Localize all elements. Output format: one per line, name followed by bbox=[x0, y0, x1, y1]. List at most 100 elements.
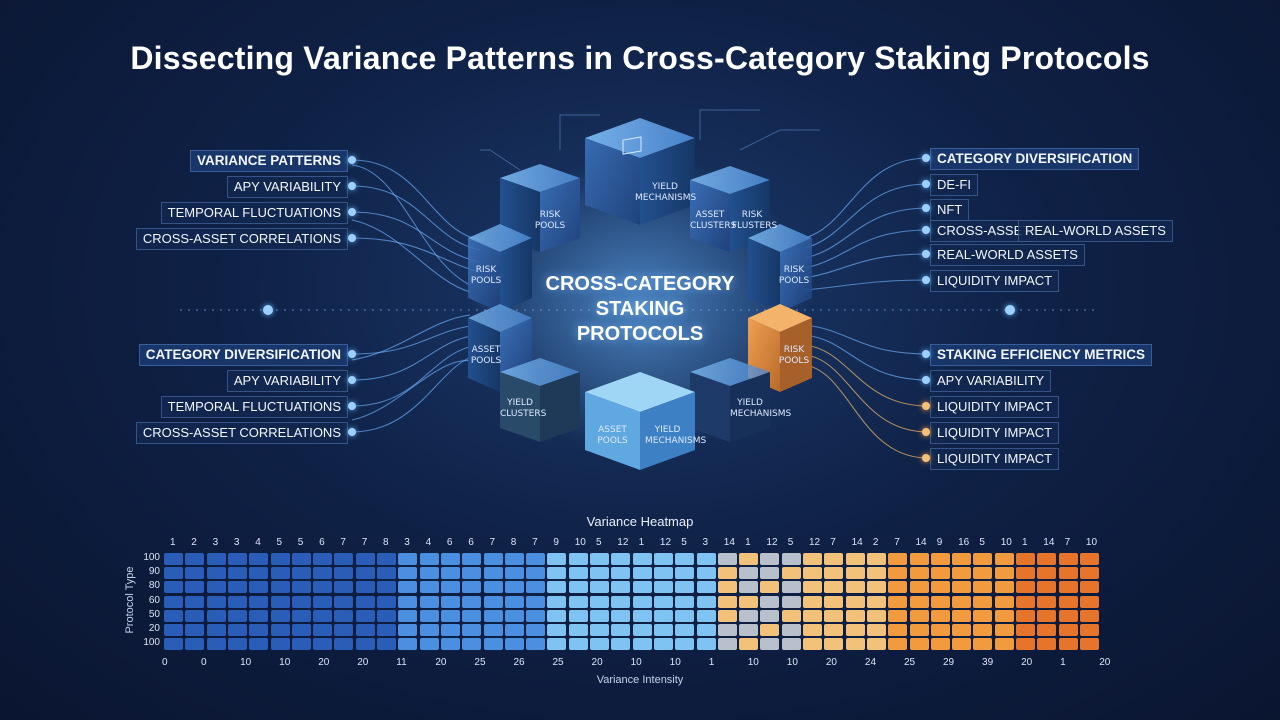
heatmap-cell bbox=[717, 581, 737, 594]
heatmap-cell bbox=[355, 624, 375, 636]
heatmap-cell bbox=[206, 638, 226, 651]
heatmap-cell bbox=[440, 609, 460, 622]
heatmap-bottom-tick: 20 bbox=[435, 657, 447, 668]
heatmap-cell bbox=[739, 624, 759, 636]
connector-dot bbox=[922, 204, 930, 212]
heatmap-cell bbox=[249, 567, 269, 580]
heatmap-cell bbox=[696, 638, 716, 651]
heatmap-cell bbox=[185, 624, 205, 636]
heatmap-cell bbox=[803, 567, 822, 580]
heatmap-cell bbox=[504, 638, 524, 651]
heatmap-bottom-tick: 10 bbox=[279, 657, 291, 668]
heatmap-cell bbox=[398, 624, 418, 636]
heatmap-y-tick: 100 bbox=[143, 552, 160, 563]
heatmap-cell bbox=[440, 638, 460, 651]
heatmap-top-tick: 14 bbox=[915, 537, 927, 548]
right-top-tag-3: CROSS-ASSET bbox=[930, 220, 1038, 242]
heatmap-cell bbox=[291, 609, 311, 622]
heatmap-top-tick: 9 bbox=[936, 537, 943, 548]
heatmap-cell bbox=[355, 595, 375, 608]
heatmap-bottom-tick: 26 bbox=[513, 657, 525, 668]
heatmap-cell bbox=[483, 553, 503, 565]
heatmap-bottom-tick: 10 bbox=[747, 657, 759, 668]
connector-dot bbox=[922, 180, 930, 188]
center-label-line: CROSS-CATEGORY bbox=[545, 273, 735, 295]
heatmap-cell bbox=[632, 624, 652, 636]
heatmap-cell bbox=[611, 595, 631, 608]
heatmap-x-label: Variance Intensity bbox=[596, 674, 684, 686]
connector-dot bbox=[922, 454, 930, 462]
heatmap-cell bbox=[355, 609, 375, 622]
right-top-tag-0: CATEGORY DIVERSIFICATION bbox=[930, 148, 1140, 170]
heatmap-cell bbox=[270, 553, 290, 565]
heatmap-cell bbox=[1058, 553, 1078, 565]
heatmap-cell bbox=[270, 609, 290, 622]
heatmap-cell bbox=[206, 567, 226, 580]
heatmap-cell bbox=[227, 595, 247, 608]
heatmap-cell bbox=[866, 609, 886, 622]
center-label-line: PROTOCOLS bbox=[576, 323, 704, 345]
heatmap-cell bbox=[653, 638, 673, 651]
heatmap-cell bbox=[632, 553, 652, 565]
heatmap-cell bbox=[462, 553, 482, 565]
heatmap-top-tick: 7 bbox=[532, 537, 538, 548]
heatmap-cell bbox=[568, 595, 588, 608]
right-bottom-tag-3: LIQUIDITY IMPACT bbox=[930, 422, 1060, 444]
heatmap-cell bbox=[653, 581, 673, 594]
heatmap-cell bbox=[590, 624, 609, 636]
left-top-tag-0: VARIANCE PATTERNS bbox=[189, 150, 348, 172]
heatmap-cell bbox=[1079, 609, 1099, 622]
heatmap-cell bbox=[1037, 553, 1057, 565]
heatmap-cell bbox=[909, 624, 929, 636]
heatmap-top-tick: 3 bbox=[212, 537, 219, 548]
heatmap-cell bbox=[611, 581, 631, 594]
heatmap-cell bbox=[547, 595, 567, 608]
heatmap-cell bbox=[781, 609, 801, 622]
heatmap-cell bbox=[547, 609, 567, 622]
left-top-tag-2: TEMPORAL FLUCTUATIONS bbox=[160, 202, 348, 224]
heatmap-cell bbox=[227, 553, 247, 565]
heatmap-cell bbox=[845, 624, 865, 636]
right-bottom-connectors bbox=[804, 324, 929, 459]
heatmap-cell bbox=[483, 638, 503, 651]
connector-dot bbox=[348, 208, 356, 216]
heatmap-cell bbox=[803, 595, 822, 608]
heatmap-cell bbox=[462, 567, 482, 580]
heatmap-cell bbox=[675, 624, 695, 636]
heatmap-top-tick: 7 bbox=[894, 537, 900, 548]
heatmap-cell bbox=[781, 553, 801, 565]
heatmap-top-tick: 7 bbox=[361, 537, 368, 548]
heatmap-cell bbox=[568, 581, 588, 594]
connector-dot bbox=[348, 156, 356, 164]
heatmap-cell bbox=[355, 567, 375, 580]
heatmap-cell bbox=[462, 595, 482, 608]
heatmap-cell bbox=[526, 624, 546, 636]
heatmap-bottom-tick: 25 bbox=[903, 657, 916, 668]
heatmap-cell bbox=[994, 595, 1014, 608]
left-top-tag-1: APY VARIABILITY bbox=[226, 176, 348, 198]
heatmap-cell bbox=[568, 567, 588, 580]
heatmap-cell bbox=[526, 581, 546, 594]
heatmap-cell bbox=[930, 638, 950, 651]
heatmap-bottom-tick: 1 bbox=[1060, 657, 1066, 668]
heatmap-bottom-tick: 0 bbox=[162, 657, 168, 668]
heatmap-cell bbox=[824, 581, 844, 594]
heatmap-cell bbox=[1058, 638, 1078, 651]
connector-dot bbox=[348, 234, 356, 242]
heatmap-cell bbox=[909, 581, 929, 594]
heatmap-cell bbox=[952, 581, 972, 594]
right-top-tag-4: REAL-WORLD ASSETS bbox=[1018, 220, 1173, 242]
heatmap-cell bbox=[164, 553, 183, 565]
heatmap-cell bbox=[377, 624, 396, 636]
heatmap-cell bbox=[760, 624, 780, 636]
heatmap-top-tick: 8 bbox=[510, 537, 517, 548]
heatmap-top-tick: 16 bbox=[958, 537, 970, 548]
heatmap-cell bbox=[313, 609, 333, 622]
heatmap-cell bbox=[888, 638, 908, 651]
heatmap-top-tick: 5 bbox=[979, 537, 985, 548]
heatmap-cell bbox=[930, 581, 950, 594]
heatmap-cell bbox=[440, 624, 460, 636]
heatmap-cell bbox=[866, 581, 886, 594]
cube-lower-left bbox=[500, 358, 580, 442]
heatmap-cell bbox=[440, 581, 460, 594]
